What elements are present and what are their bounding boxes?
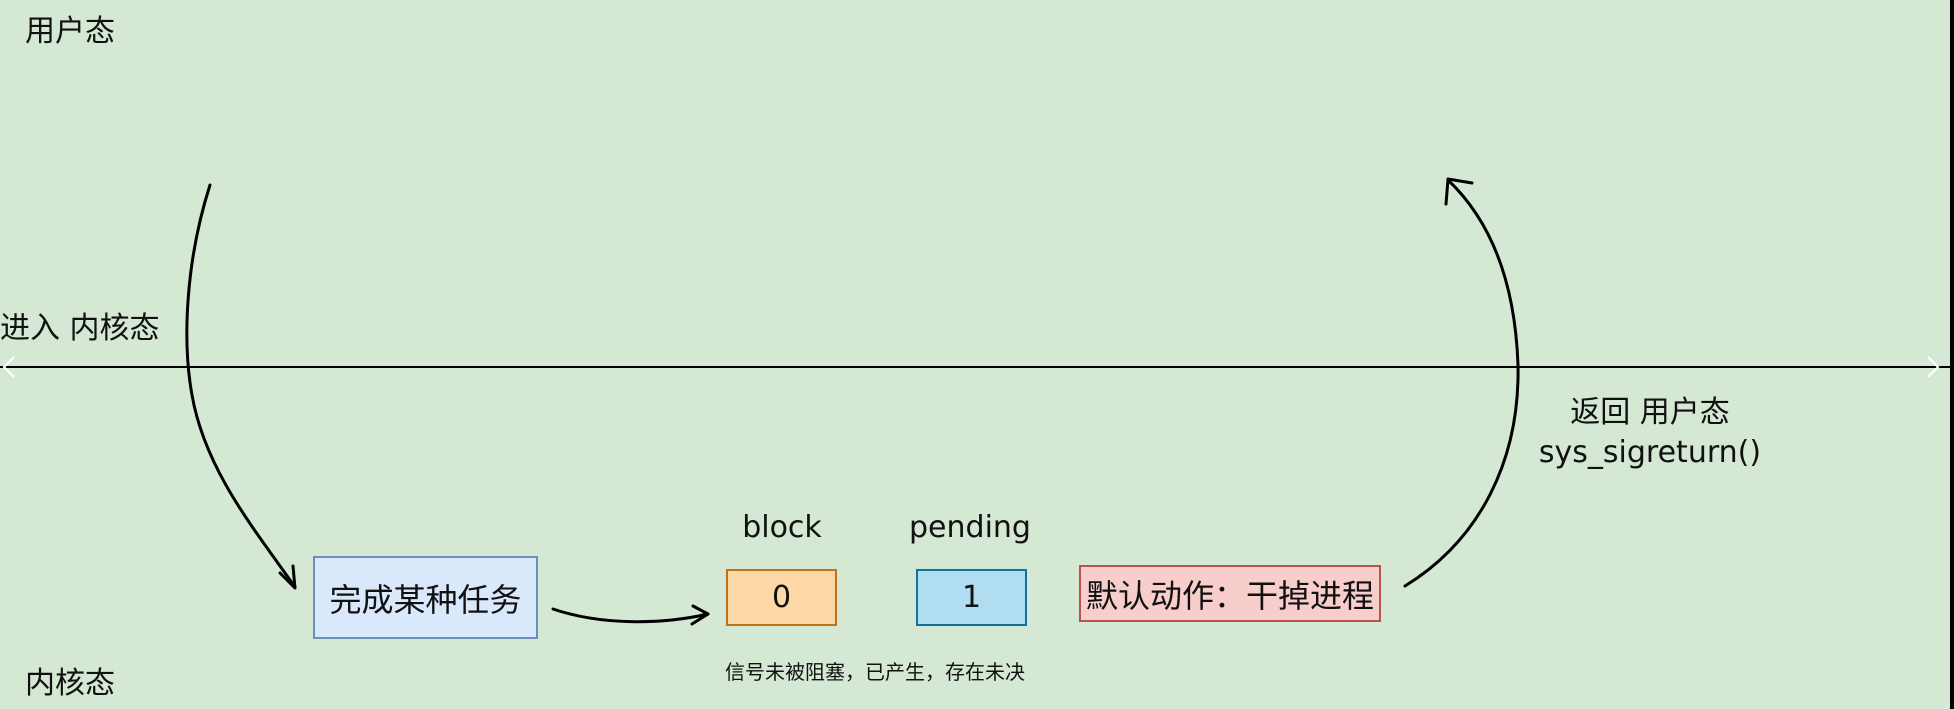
pending-value-box: 1 (916, 569, 1027, 626)
block-header: block (742, 510, 822, 545)
return-user-arrow (1403, 178, 1520, 588)
default-action-box: 默认动作：干掉进程 (1079, 565, 1381, 622)
task-box: 完成某种任务 (313, 556, 538, 639)
block-value-box: 0 (726, 569, 837, 626)
kernel-mode-label: 内核态 (25, 666, 115, 701)
pending-header: pending (909, 510, 1031, 545)
signal-note: 信号未被阻塞，已产生，存在未决 (725, 660, 1025, 684)
boundary-left-arrowhead (2, 356, 15, 378)
return-user-arrowhead (1444, 177, 1474, 206)
task-to-block-arrowhead (690, 604, 710, 626)
enter-kernel-label: 进入 内核态 (0, 311, 160, 346)
user-mode-label: 用户态 (25, 14, 115, 49)
boundary-right-arrowhead (1927, 356, 1940, 378)
return-user-label-line1: 返回 用户态 (1570, 395, 1730, 430)
task-to-block-arrow (551, 607, 710, 624)
enter-kernel-arrow (185, 183, 297, 589)
enter-kernel-arrowhead (278, 564, 297, 590)
return-user-label-line2: sys_sigreturn() (1538, 435, 1762, 470)
right-border (1950, 0, 1954, 709)
return-user-label: 返回 用户态 sys_sigreturn() (1520, 393, 1780, 473)
